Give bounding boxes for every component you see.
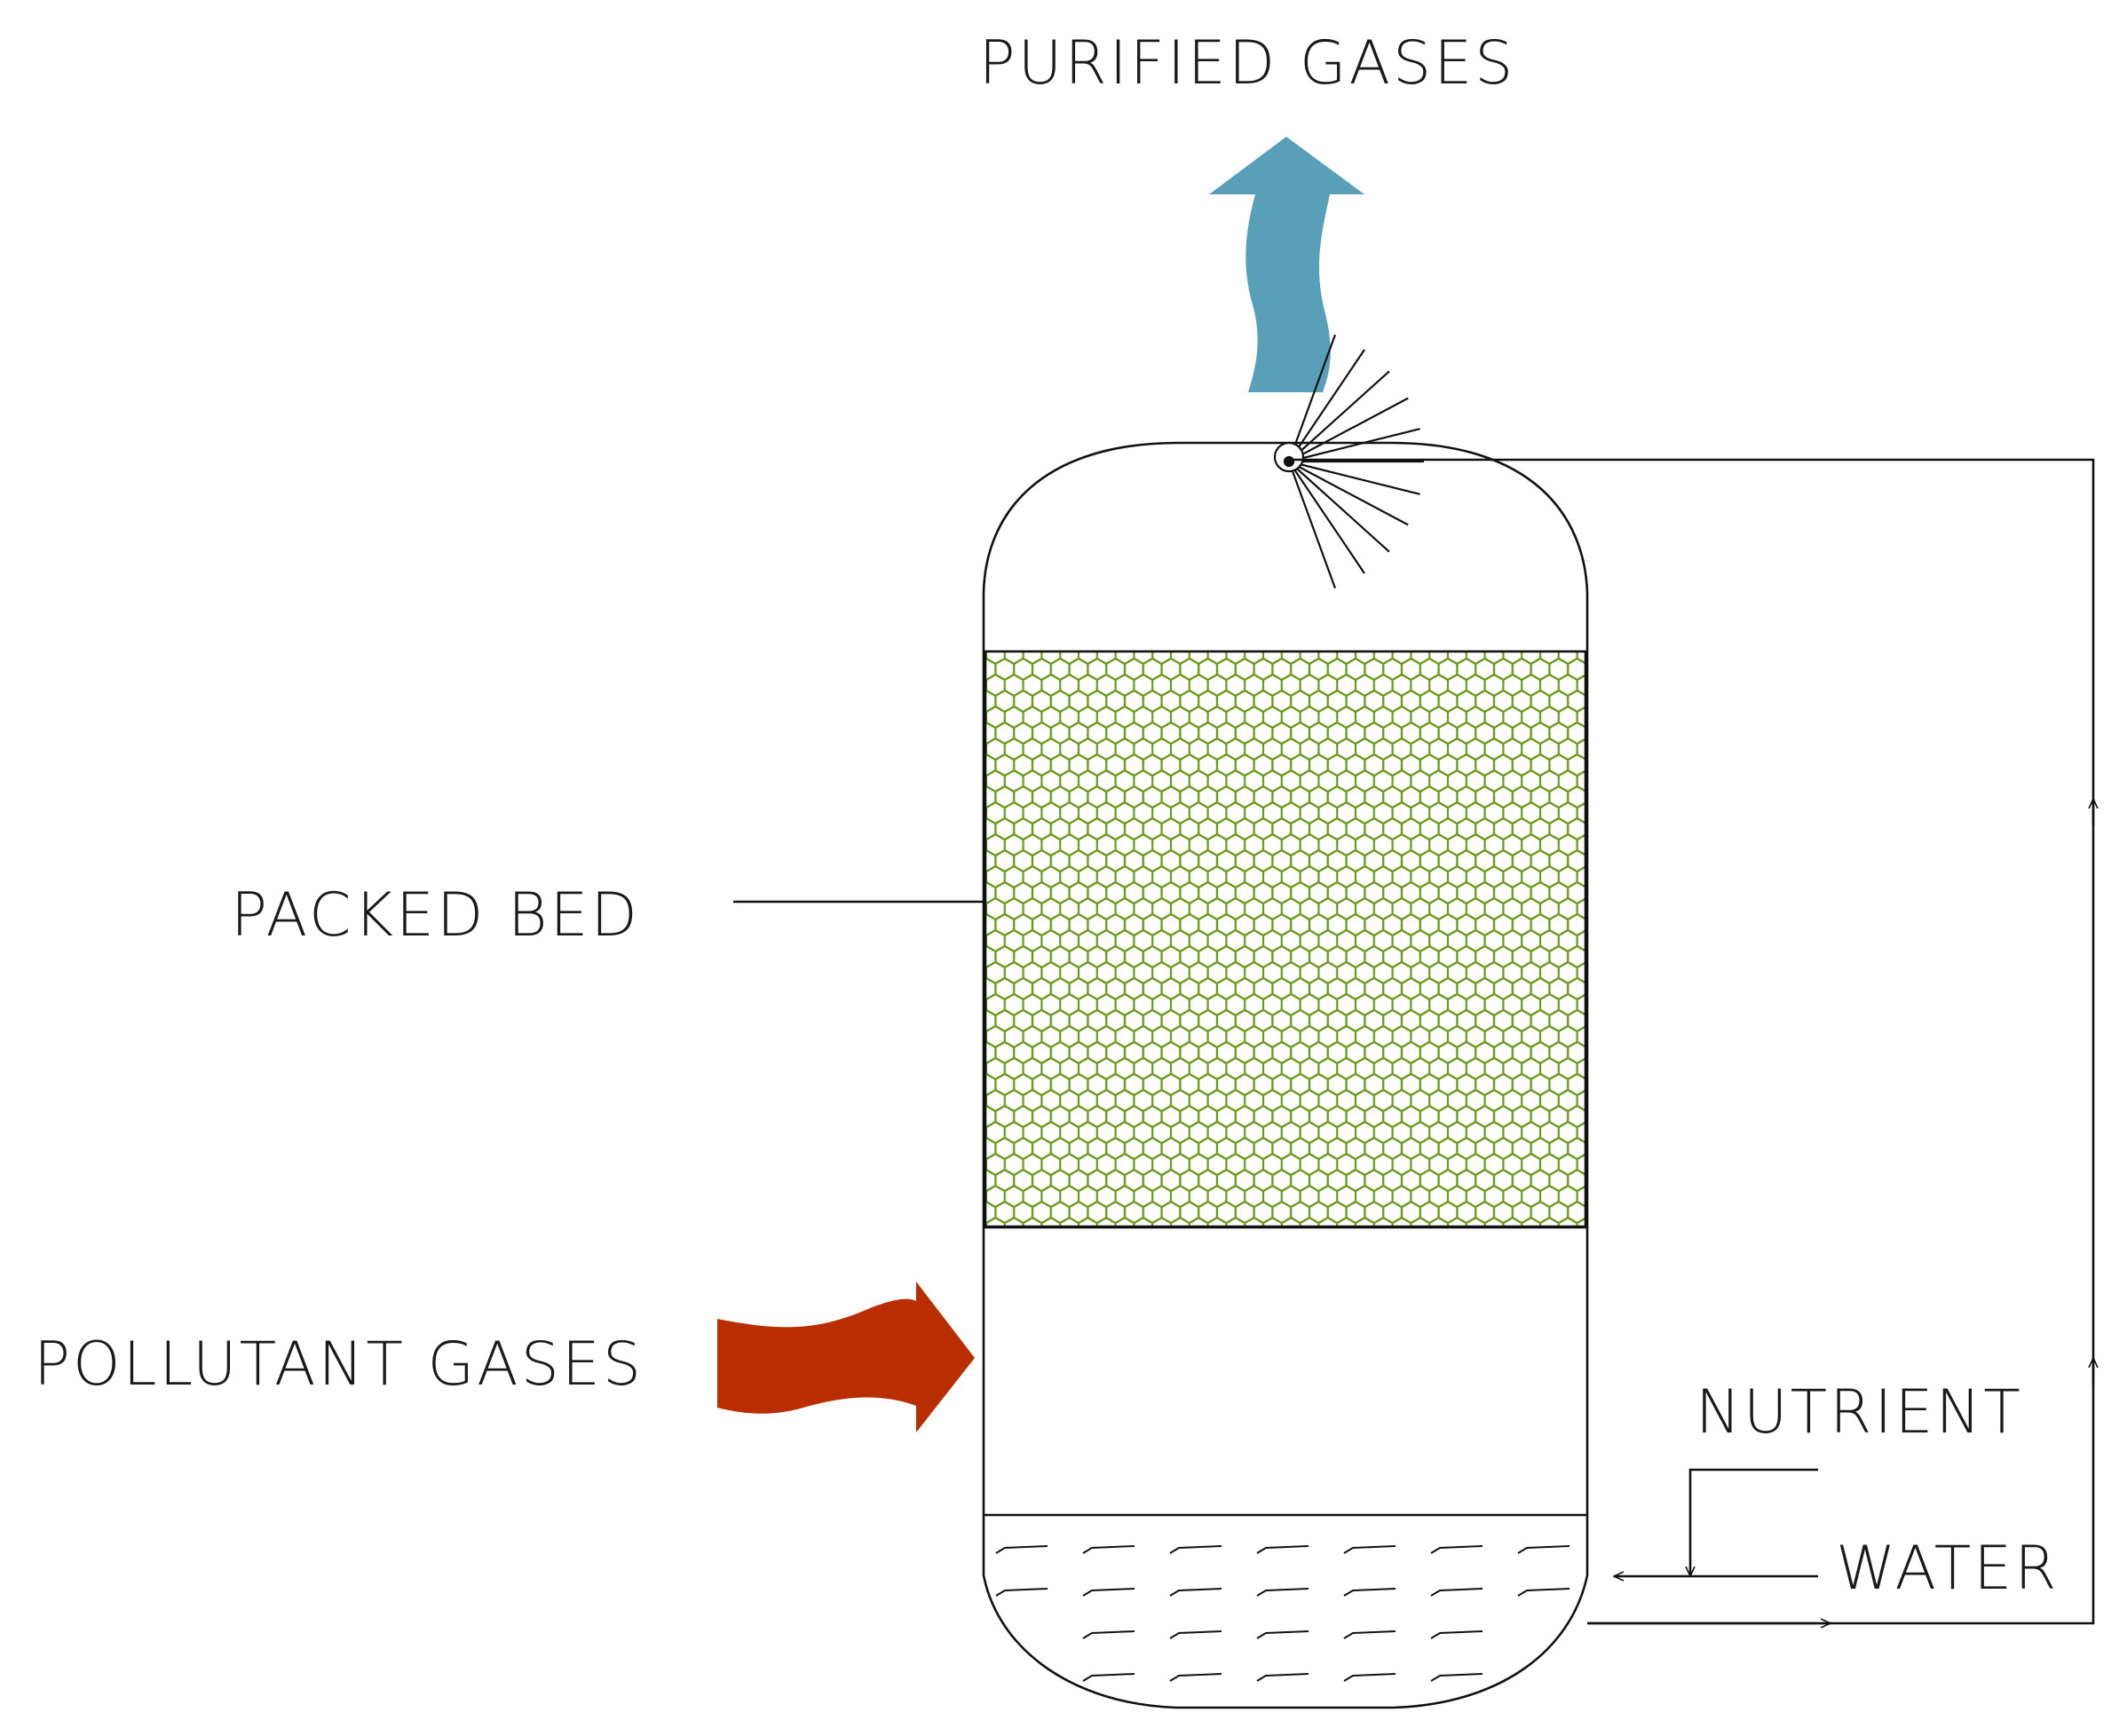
water-label: WATER (1836, 1534, 2060, 1604)
packed-bed (984, 650, 1587, 1228)
recirculation-line (1289, 458, 2095, 1625)
wavy-right-arrow-icon (717, 1282, 975, 1432)
vessel-shell (982, 441, 1589, 1709)
spray-nozzle-icon (1273, 334, 1424, 589)
wavy-up-arrow-icon (1209, 137, 1364, 392)
nutrient-feed-line (1690, 1468, 1818, 1576)
purified-gases-label: PURIFIED GASES (979, 28, 1516, 99)
liquid-sump (995, 1545, 1570, 1682)
nutrient-label: NUTRIENT (1696, 1377, 2023, 1448)
packed-bed-label: PACKED BED (231, 880, 640, 951)
pollutant-gases-label: POLLUTANT GASES (34, 1330, 644, 1400)
